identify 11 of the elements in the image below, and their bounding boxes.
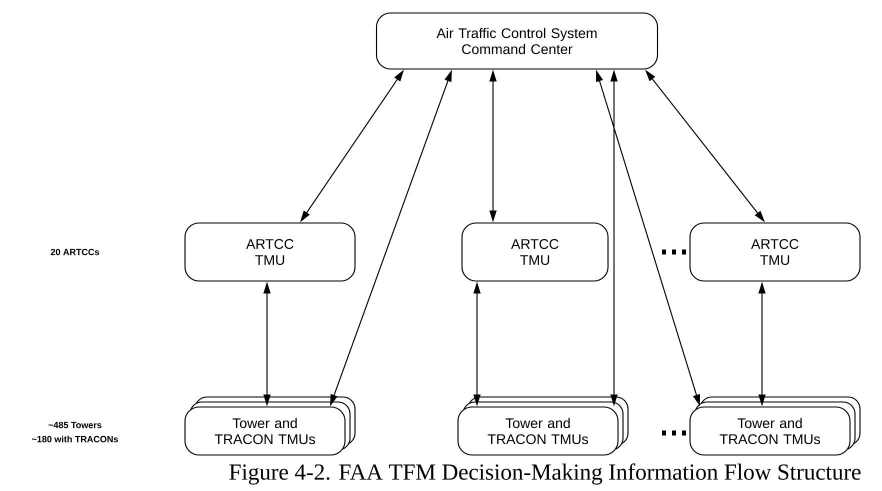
- process-box: ARTCC TMU: [184, 222, 356, 282]
- annotation: ~180 with TRACONs: [32, 436, 118, 442]
- caption: Figure 4-2. FAA TFM Decision-Making Information Flow Structure: [229, 463, 861, 485]
- stacked-box: Tower and TRACON TMUs: [184, 396, 356, 456]
- process-box: Air Traffic Control System Command Center: [376, 12, 658, 70]
- annotation: ~485 Towers: [48, 422, 102, 428]
- stacked-box: Tower and TRACON TMUs: [457, 396, 629, 456]
- process-box: ARTCC TMU: [461, 222, 609, 282]
- process-box: ARTCC TMU: [689, 222, 861, 282]
- stacked-box: Tower and TRACON TMUs: [689, 396, 861, 456]
- annotation: 20 ARTCCs: [50, 248, 100, 256]
